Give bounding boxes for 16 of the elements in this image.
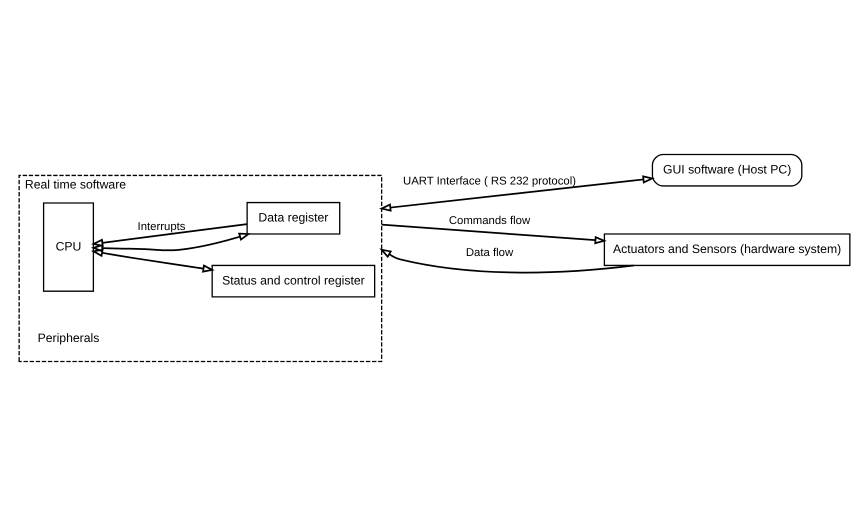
node-box: Status and control register xyxy=(212,264,376,298)
label: Peripherals xyxy=(38,330,100,345)
node-box: Data register xyxy=(246,201,340,234)
arrow xyxy=(91,222,248,246)
edge-label: Data flow xyxy=(466,246,514,259)
node-box: GUI software (Host PC) xyxy=(652,153,802,186)
arrow xyxy=(379,248,634,273)
edge-label: Commands flow xyxy=(448,214,530,226)
node-box: CPU xyxy=(42,202,94,292)
node-box: Actuators and Sensors (hardware system) xyxy=(604,232,850,266)
arrow xyxy=(90,232,251,252)
edge-label: UART Interface ( RS 232 protocol) xyxy=(403,175,576,188)
arrow xyxy=(90,248,215,272)
arrow xyxy=(382,223,607,244)
arrow xyxy=(379,174,655,212)
edge-label: Interrupts xyxy=(138,220,186,232)
